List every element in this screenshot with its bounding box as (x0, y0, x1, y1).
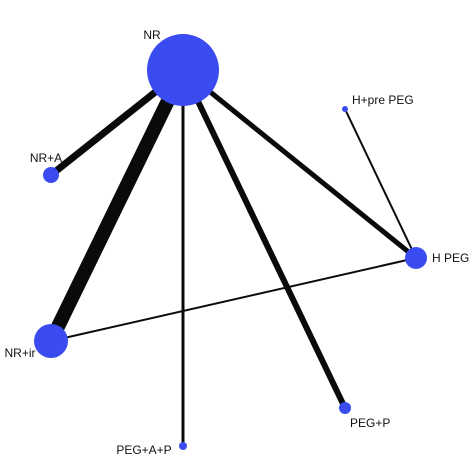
node-peg-a-p (179, 442, 187, 450)
edge-nr-to-h-peg (181, 68, 418, 260)
edge-h-pre-peg-to-h-peg (344, 108, 417, 259)
node-nr-a (43, 167, 59, 183)
edge-nr-ir-to-h-peg (50, 257, 417, 342)
node-nr-ir (34, 324, 68, 358)
edges-layer (44, 66, 418, 446)
node-nr (147, 34, 219, 106)
node-label-nr-a: NR+A (30, 151, 62, 165)
node-h-pre-peg (342, 106, 348, 112)
node-label-h-peg: H PEG (432, 251, 469, 265)
node-peg-p (339, 402, 351, 414)
labels-layer: NR NR+A NR+ir H+pre PEG H PEG PEG+P PEG+A+P (4, 28, 469, 457)
nodes-layer (34, 34, 427, 450)
node-label-h-pre-peg: H+pre PEG (352, 93, 414, 107)
node-label-nr-ir: NR+ir (4, 346, 35, 360)
edge-nr-to-peg-p (180, 68, 348, 410)
node-label-nr: NR (143, 28, 161, 42)
edge-nr-to-nr-ir (44, 66, 190, 345)
node-label-peg-a-p: PEG+A+P (116, 443, 171, 457)
node-h-peg (405, 247, 427, 269)
node-label-peg-p: PEG+P (350, 416, 390, 430)
